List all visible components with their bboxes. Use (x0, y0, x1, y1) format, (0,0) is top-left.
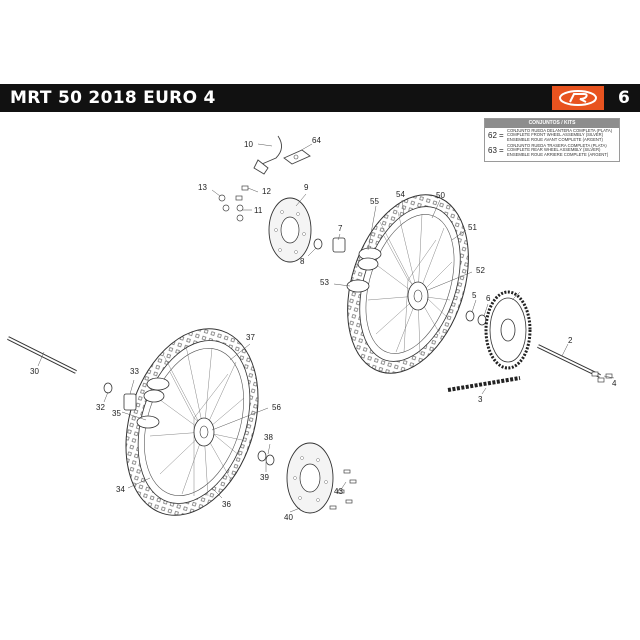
callout-51: 51 (468, 223, 477, 232)
callout-54: 54 (396, 190, 405, 199)
callout-32: 32 (96, 403, 105, 412)
rear-sprocket (484, 290, 532, 370)
callout-50: 50 (436, 191, 445, 200)
callout-38: 38 (264, 433, 273, 442)
legend-text-es: CONJUNTO RUEDA DELANTERA COMPLETA (PLATA… (507, 129, 613, 133)
callout-43: 43 (334, 487, 343, 496)
callout-39: 39 (260, 473, 269, 482)
front-axle (7, 336, 77, 374)
legend-text-fr: ENSEMBLE ROUE AVANT COMPLETE (ARGENT) (507, 136, 603, 142)
equals-sign: = (499, 131, 504, 140)
page-number: 6 (618, 88, 630, 108)
callout-55: 55 (370, 197, 379, 206)
callout-30: 30 (30, 367, 39, 376)
legend-heading: CONJUNTOS / KITS (485, 119, 619, 128)
legend-text-en: COMPLETE FRONT WHEEL ASSEMBLY (SILVER) (507, 132, 604, 138)
callout-2: 2 (568, 336, 573, 345)
callout-40: 40 (284, 513, 293, 522)
legend-number: 62 (488, 131, 497, 140)
callout-33: 33 (130, 367, 139, 376)
sensor-bracket (283, 149, 311, 165)
legend-number: 63 (488, 146, 497, 155)
callout-9: 9 (304, 183, 309, 192)
callout-36: 36 (222, 500, 231, 509)
header-bar: MRT 50 2018 EURO 4 6 (0, 84, 640, 112)
callout-7: 7 (338, 224, 343, 233)
callout-37: 37 (246, 333, 255, 342)
callout-64: 64 (312, 136, 321, 145)
legend-text-en: COMPLETE REAR WHEEL ASSEMBLY (SILVER) (507, 147, 601, 153)
callout-labels: 2 3 4 5 6 7 8 9 10 11 12 13 30 32 33 34 … (30, 136, 617, 522)
speedometer-cable (253, 135, 282, 175)
callout-5: 5 (472, 291, 477, 300)
callout-52: 52 (476, 266, 485, 275)
brand-logo (552, 86, 604, 110)
callout-10: 10 (244, 140, 253, 149)
callout-34: 34 (116, 485, 125, 494)
legend-text-es: CONJUNTO RUEDA TRASERA COMPLETA (PLATA) (507, 144, 607, 148)
rear-wheel (347, 194, 469, 374)
callout-11: 11 (254, 206, 263, 215)
callout-6: 6 (486, 294, 491, 303)
callout-53: 53 (320, 278, 329, 287)
drive-chain (447, 376, 521, 392)
front-wheel (125, 328, 259, 516)
callout-12: 12 (262, 187, 271, 196)
callout-8: 8 (300, 257, 305, 266)
equals-sign: = (499, 146, 504, 155)
leader-lines (37, 143, 615, 513)
diagram-title: MRT 50 2018 EURO 4 (10, 88, 216, 108)
callout-56: 56 (272, 403, 281, 412)
legend-row-rear-wheel: 63 = CONJUNTO RUEDA TRASERA COMPLETA (PL… (485, 143, 619, 158)
callout-3: 3 (478, 395, 483, 404)
rear-axle (537, 344, 601, 378)
legend-text-fr: ENSEMBLE ROUE ARRIERE COMPLETE (ARGENT) (507, 151, 609, 157)
callout-4: 4 (612, 379, 617, 388)
rear-hub-spacers (313, 237, 487, 326)
legend-row-front-wheel: 62 = CONJUNTO RUEDA DELANTERA COMPLETA (… (485, 128, 619, 143)
small-bolts (218, 185, 613, 510)
callout-35: 35 (112, 409, 121, 418)
front-hub-spacers (103, 377, 275, 466)
kits-legend: CONJUNTOS / KITS 62 = CONJUNTO RUEDA DEL… (484, 118, 620, 162)
rear-brake-disc (268, 197, 312, 263)
front-brake-disc (286, 442, 334, 514)
callout-13: 13 (198, 183, 207, 192)
